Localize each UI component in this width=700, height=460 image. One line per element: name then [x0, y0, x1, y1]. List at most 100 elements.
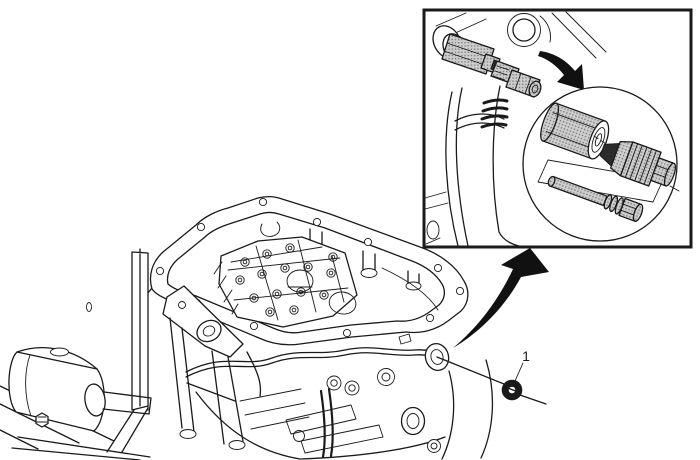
valve-boss-pin — [242, 259, 248, 265]
valve-boss — [249, 293, 259, 303]
sensor-port-bore — [430, 349, 444, 365]
case-pad — [300, 424, 384, 454]
hex-bolt — [35, 412, 49, 428]
valve-boss — [285, 243, 295, 253]
valve-boss-pin — [237, 277, 243, 283]
bracket-eye — [196, 319, 222, 343]
case-pad — [285, 404, 357, 435]
inset-background-lines — [424, 11, 607, 245]
sensor-thread-lines — [625, 144, 657, 184]
hex-bolt-facets — [36, 416, 48, 423]
flange-bolt-hole — [312, 217, 322, 227]
ribbed-clip — [480, 98, 509, 129]
valve-boss — [235, 275, 245, 285]
harness-tube — [185, 347, 447, 378]
pressure-sensor — [599, 140, 677, 187]
boss-foot — [360, 268, 378, 278]
inset-sensor-in-place — [424, 11, 607, 247]
flange-inner-rail — [166, 211, 446, 334]
bore-outer-ring — [507, 13, 541, 47]
grommet-part — [501, 379, 523, 401]
valve-boss — [257, 269, 267, 279]
adapter-open-end — [587, 120, 610, 160]
flange-bolt-hole — [433, 263, 443, 273]
boss-ring — [293, 430, 305, 442]
sensor-hex-end-bore — [531, 84, 539, 94]
mount-bracket — [162, 285, 246, 450]
valve-body-hatch — [213, 261, 239, 315]
detail-inset-panel — [422, 8, 693, 249]
axle-seal-boss — [400, 406, 426, 436]
arm-foot — [426, 220, 440, 240]
neck-thread-lines — [492, 65, 510, 81]
pin-rod-cap — [547, 175, 556, 187]
shaft-lines — [102, 391, 152, 415]
callout-leader-line — [514, 362, 524, 382]
cylinder-seam — [25, 354, 32, 417]
valve-boss-pin — [259, 271, 265, 277]
valve-boss — [289, 305, 299, 315]
valve-boss — [319, 290, 329, 300]
tube-end-cap — [86, 302, 92, 312]
hex-socket-adapter — [540, 102, 610, 160]
boss-ring-bore — [381, 372, 391, 382]
flange-bolt-hole — [425, 313, 435, 323]
valve-boss — [326, 268, 336, 278]
boss-ring — [326, 375, 342, 391]
sensor-end-face — [663, 162, 677, 187]
boss-ring-bore — [348, 384, 356, 392]
bracket-hole — [178, 301, 186, 309]
valve-boss-pin — [328, 270, 334, 276]
valve-boss-pin — [291, 307, 297, 313]
case-arm-curves — [445, 85, 520, 247]
flange-bolt-hole — [363, 237, 373, 247]
sensor-end-lead-line — [669, 185, 680, 192]
dome-cover — [286, 269, 314, 293]
flange-bolt-hole — [155, 266, 165, 276]
lower-case — [185, 333, 494, 460]
valve-boss — [272, 289, 282, 299]
valve-boss-pin — [274, 291, 280, 297]
valve-body — [213, 236, 358, 328]
adapter-facet-lines — [545, 112, 603, 150]
boss-ring — [344, 380, 360, 396]
flange-bolt-hole — [258, 197, 268, 207]
vent-tube-core — [56, 304, 91, 355]
bracket-legs — [169, 317, 244, 445]
boss-ring-bore — [430, 442, 438, 450]
case-rib-dark — [319, 387, 334, 459]
bracket-foot — [179, 429, 197, 439]
valve-boss — [280, 263, 290, 273]
sensor-body-lines — [443, 42, 492, 67]
axle-seal-bore — [406, 413, 420, 429]
detail-arrow-icon — [538, 51, 584, 90]
valve-boss-pin — [305, 264, 311, 270]
valve-boss-pin — [267, 309, 273, 315]
side-plate — [106, 248, 153, 453]
callout-label: 1 — [522, 348, 530, 364]
case-chip — [398, 333, 412, 345]
case-ribs — [239, 388, 310, 430]
tube-collar — [50, 347, 69, 357]
pin-hex-end — [632, 203, 644, 222]
valve-boss-pin — [287, 245, 293, 251]
grommet-seal — [501, 379, 523, 401]
valve-boss-pin — [321, 292, 327, 298]
valve-boss — [240, 257, 250, 267]
bracket-foot — [228, 440, 246, 450]
zoom-arrow-icon — [453, 248, 549, 348]
boss-ring-bore — [330, 379, 338, 387]
valve-boss — [265, 307, 275, 317]
bracket-eye-bore — [202, 325, 216, 337]
flange-bolt-hole — [342, 328, 352, 338]
valve-boss-pin — [282, 265, 288, 271]
hex-facet-lines — [514, 72, 532, 95]
gasket-flap — [260, 221, 281, 237]
callout-1: 1 — [514, 348, 530, 382]
valve-boss — [328, 252, 338, 262]
valve-boss-pin — [251, 295, 257, 301]
plate-lines — [106, 248, 153, 453]
cylinder-opening — [84, 383, 106, 417]
flange-bolt-hole — [196, 222, 206, 232]
